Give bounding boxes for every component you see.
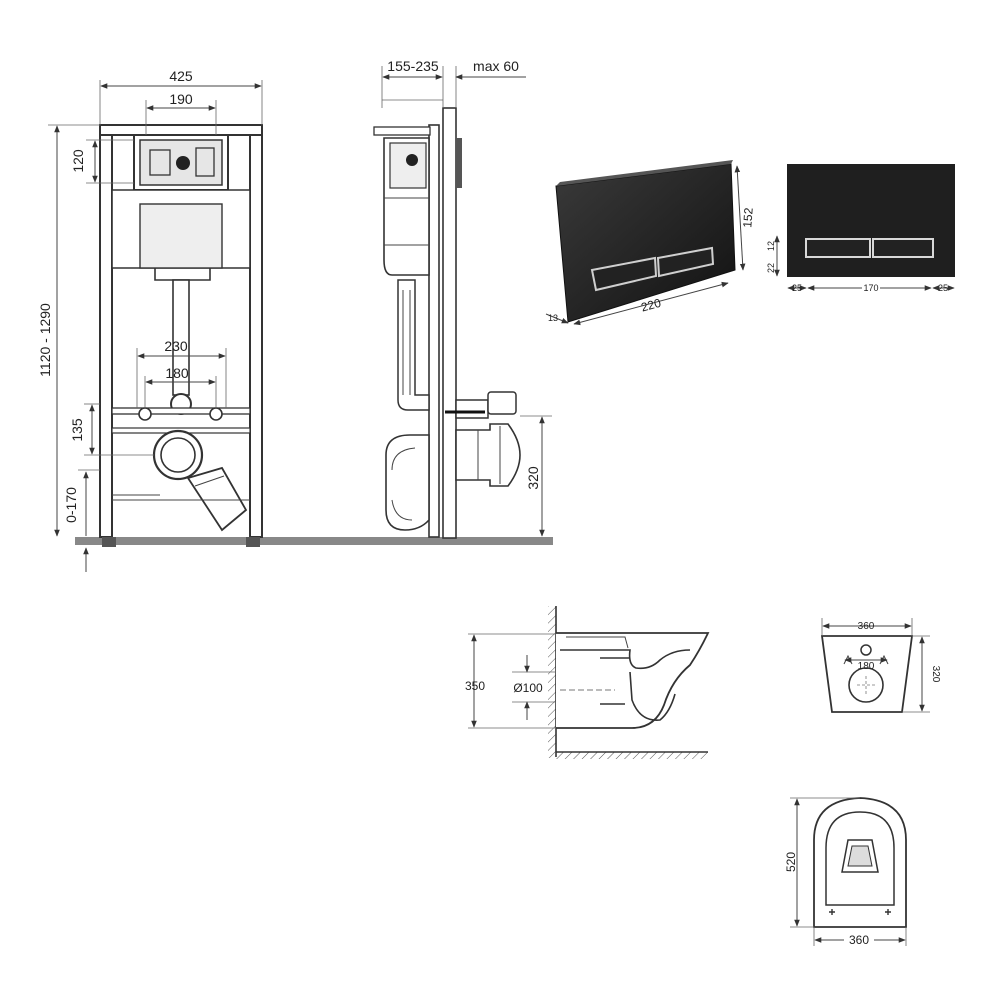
dim-plate-left-margin: 25 (792, 283, 802, 293)
dim-plate-height: 152 (740, 207, 755, 228)
flush-plate-front (787, 164, 955, 277)
side-drain-connector (455, 423, 521, 487)
flush-button-front-right (872, 238, 934, 258)
dim-height-panel: 120 (70, 149, 86, 173)
bowl-profile (556, 632, 710, 729)
side-drain-bend (385, 434, 430, 531)
dim-pipe-diameter: Ø100 (513, 681, 543, 695)
dim-bowl-back-width: 360 (858, 621, 875, 632)
side-view: 155-235 max 60 320 (373, 58, 552, 539)
dim-height-outlet-front: 135 (69, 418, 85, 442)
side-frame-upright (428, 124, 440, 538)
side-flush-pipe (397, 279, 430, 411)
mounting-stud-right (209, 407, 223, 421)
dim-plate-depth: 13 (548, 313, 558, 323)
side-wall (442, 107, 457, 539)
dim-bowl-back-height: 320 (930, 666, 941, 683)
drain-elbow (186, 466, 248, 532)
dim-height-feet: 0-170 (63, 487, 79, 523)
floor-line (75, 537, 553, 545)
dim-plate-side-top: 22 (766, 263, 776, 273)
dim-spacing-outer: 230 (164, 338, 188, 354)
dim-bowl-bolt-spacing: 180 (858, 661, 875, 672)
dim-width-total: 425 (169, 68, 193, 84)
flush-button-right (656, 246, 715, 278)
bowl-side-view: 350 Ø100 (465, 606, 710, 759)
dim-plate-width: 220 (639, 296, 662, 315)
dim-spacing-inner: 180 (165, 365, 189, 381)
dim-bowl-height: 350 (465, 679, 485, 693)
mounting-stud-left (138, 407, 152, 421)
frame-top-rail (99, 124, 263, 136)
flush-plate-front-view: 25 170 25 22 12 (766, 164, 955, 293)
frame-left-upright (99, 124, 113, 538)
bowl-back-water-inlet (860, 644, 872, 656)
dim-depth-range: 155-235 (387, 58, 439, 74)
foot-left (102, 537, 116, 547)
bowl-back-drain (848, 667, 884, 703)
dim-bowl-top-width: 360 (849, 933, 869, 947)
frame-right-upright (249, 124, 263, 538)
bowl-top-view: 520 360 (784, 797, 907, 947)
flush-plate-angled (555, 163, 736, 323)
dim-plate-side-bottom: 12 (766, 241, 776, 251)
dim-plate-right-margin: 25 (938, 283, 948, 293)
flush-plate-angled-view: 152 220 13 (545, 160, 756, 326)
bowl-back-view: 360 180 320 (820, 618, 941, 713)
dim-height-total: 1120 - 1290 (37, 303, 53, 377)
dim-height-outlet-side: 320 (525, 466, 541, 490)
mounting-bar (111, 407, 251, 415)
flush-button-front-left (805, 238, 871, 258)
foot-right (246, 537, 260, 547)
front-view: 425 190 120 1120 - 1290 230 180 135 (37, 68, 553, 572)
dim-bowl-length: 520 (784, 852, 798, 872)
dim-depth-max: max 60 (473, 58, 519, 74)
dim-plate-front-width: 170 (863, 283, 878, 293)
dim-width-panel: 190 (169, 91, 193, 107)
